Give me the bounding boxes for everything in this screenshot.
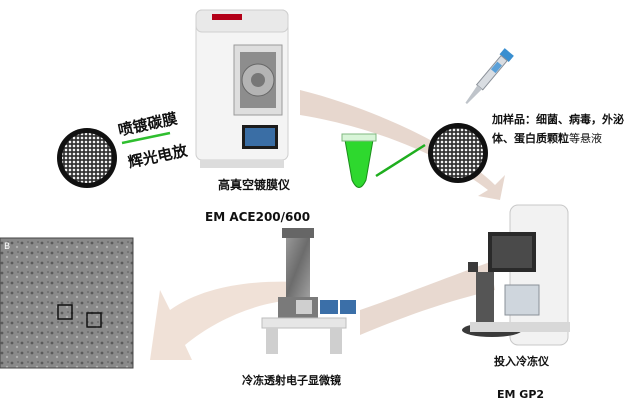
coating-underline [121,131,171,145]
coater-model: EM ACE200/600 [205,210,311,224]
cryo-tem-image [261,228,356,354]
microscope-name: 冷冻透射电子显微镜 [242,374,341,387]
sample-note-tail: 等悬液 [569,132,602,145]
plunger-name: 投入冷冻仪 [494,355,549,368]
plunger-model: EM GP2 [497,388,545,401]
micrograph-panel-letter: B [4,242,10,252]
em-grid-left [57,128,117,188]
sample-note: 加样品：细菌、病毒，外泌体、蛋白质颗粒等悬液 [492,110,637,148]
plunge-freezer-image [462,204,570,346]
em-grid-right [428,123,488,183]
transfer-line [375,143,426,178]
coater-name: 高真空镀膜仪 [218,178,291,192]
pipette-icon [465,48,514,104]
sample-note-lead: 加样品： [492,113,536,126]
vacuum-coater-image [195,9,289,168]
process-arrow-left [150,281,300,360]
process-arrow-upper [300,90,505,200]
sample-note-items: 细菌、病毒，外泌体、蛋白质颗粒 [492,113,624,145]
process-arrow-lower [360,262,495,335]
sample-tube-icon [341,133,377,188]
cryo-micrograph-image [0,237,134,369]
